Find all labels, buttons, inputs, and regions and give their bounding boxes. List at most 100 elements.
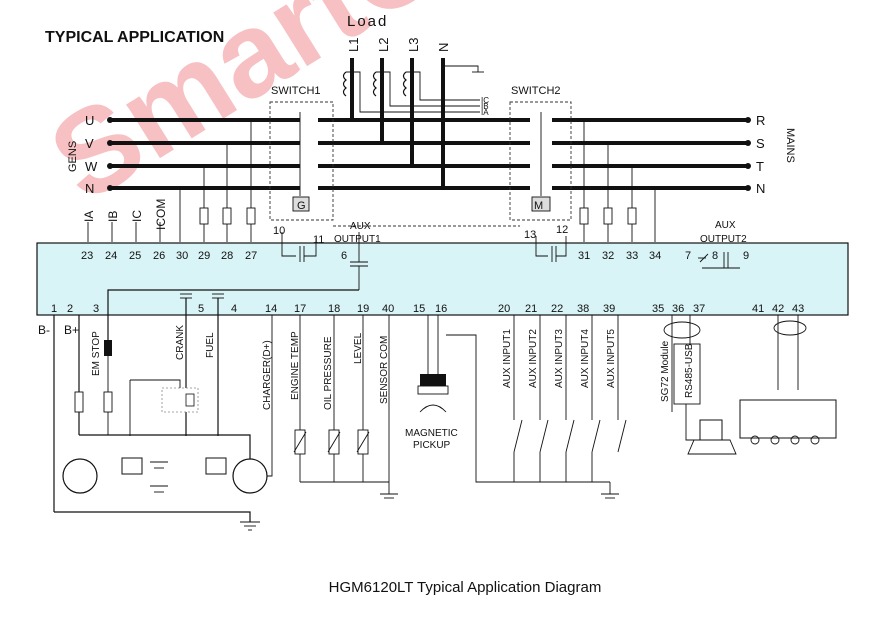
terminal-number: 12 xyxy=(556,224,568,236)
switch1: SWITCH1 G xyxy=(269,85,334,221)
switch2-box: M xyxy=(534,200,543,212)
load-phase-label: L3 xyxy=(406,38,421,52)
terminal-number: 24 xyxy=(105,250,117,262)
terminal-number: 13 xyxy=(524,229,536,241)
rs485-label: RS485-USB xyxy=(684,343,695,398)
terminal-number: 26 xyxy=(153,250,165,262)
terminal-number: 4 xyxy=(231,303,237,315)
battery-pos-label: B+ xyxy=(64,323,79,337)
terminal-number: 43 xyxy=(792,303,804,315)
mains-bus xyxy=(352,117,751,191)
load-wires xyxy=(342,58,484,188)
engine-temp-label: ENGINE TEMP xyxy=(290,331,301,400)
terminal-number: 31 xyxy=(578,250,590,262)
aux2-label-top: AUX xyxy=(715,220,736,231)
top-terminals: 23 24 25 26 30 29 28 27 10 11 6 13 12 31… xyxy=(81,224,749,262)
terminal-number: 28 xyxy=(221,250,233,262)
switch1-label: SWITCH1 xyxy=(271,85,321,97)
load-phase-label: L2 xyxy=(376,38,391,52)
terminal-number: 18 xyxy=(328,303,340,315)
current-input-label: IC xyxy=(130,210,144,222)
mains-phase-label: N xyxy=(756,181,765,196)
terminal-number: 42 xyxy=(772,303,784,315)
terminal-number: 23 xyxy=(81,250,93,262)
gens-phase-label: W xyxy=(85,159,98,174)
terminal-number: 37 xyxy=(693,303,705,315)
sg72-label: SG72 Module xyxy=(660,340,671,402)
magnetic-pickup-label-bottom: PICKUP xyxy=(413,440,451,451)
terminal-number: 2 xyxy=(67,303,73,315)
terminal-number: 29 xyxy=(198,250,210,262)
engine-outputs xyxy=(53,289,359,531)
terminal-number: 3 xyxy=(93,303,99,315)
terminal-number: 27 xyxy=(245,250,257,262)
terminal-number: 36 xyxy=(672,303,684,315)
terminal-number: 17 xyxy=(294,303,306,315)
sensor-com-label: SENSOR COM xyxy=(379,336,390,404)
gens-phase-label: U xyxy=(85,113,94,128)
magnetic-pickup-label-top: MAGNETIC xyxy=(405,428,458,439)
sense-wires xyxy=(87,120,656,242)
terminal-number: 11 xyxy=(313,234,324,246)
battery-neg-label: B- xyxy=(38,323,50,337)
crank-label: CRANK xyxy=(175,325,186,360)
load-phase-labels: L1 L2 L3 N xyxy=(346,38,451,52)
current-input-label: IA xyxy=(82,211,96,222)
internal-relays xyxy=(281,232,740,290)
terminal-number: 21 xyxy=(525,303,537,315)
terminal-number: 40 xyxy=(382,303,394,315)
terminal-number: 32 xyxy=(602,250,614,262)
gens-phase-label: V xyxy=(85,136,94,151)
terminal-number: 6 xyxy=(341,250,347,262)
terminal-number: 35 xyxy=(652,303,664,315)
terminal-number: 20 xyxy=(498,303,510,315)
load-label: Load xyxy=(347,13,388,30)
terminal-number: 5 xyxy=(198,303,204,315)
ct-label: IB xyxy=(481,102,489,111)
terminal-number: 39 xyxy=(603,303,615,315)
load-phase-label: L1 xyxy=(346,38,361,52)
load-phase-label: N xyxy=(436,43,451,52)
ct-label: IA xyxy=(481,108,489,117)
mains-side-label: MAINS xyxy=(784,128,796,163)
current-input-label: ICOM xyxy=(154,199,168,230)
terminal-number: 25 xyxy=(129,250,141,262)
terminal-number: 8 xyxy=(712,250,718,262)
terminal-number: 16 xyxy=(435,303,447,315)
terminal-number: 10 xyxy=(273,225,285,237)
aux1-label-top: AUX xyxy=(350,221,371,232)
level-label: LEVEL xyxy=(353,332,364,364)
aux2-label-bottom: OUTPUT2 xyxy=(700,234,747,245)
terminal-number: 14 xyxy=(265,303,277,315)
aux-input-label: AUX INPUT2 xyxy=(528,329,539,388)
terminal-number: 38 xyxy=(577,303,589,315)
diagram-caption: HGM6120LT Typical Application Diagram xyxy=(329,579,602,596)
terminal-number: 22 xyxy=(551,303,563,315)
terminal-number: 15 xyxy=(413,303,425,315)
aux-input-label: AUX INPUT4 xyxy=(580,329,591,388)
terminal-number: 7 xyxy=(685,250,691,262)
gens-bus xyxy=(107,117,443,191)
aux1-label-bottom: OUTPUT1 xyxy=(334,234,381,245)
mains-phase-label: R xyxy=(756,113,765,128)
terminal-number: 34 xyxy=(649,250,661,262)
fuel-label: FUEL xyxy=(205,332,216,358)
aux-input-switches xyxy=(513,315,627,499)
switch2: SWITCH2 M xyxy=(509,85,572,221)
oil-pressure-label: OIL PRESSURE xyxy=(323,336,334,410)
terminal-number: 30 xyxy=(176,250,188,262)
aux-input-label: AUX INPUT3 xyxy=(554,329,565,388)
terminal-number: 41 xyxy=(752,303,764,315)
terminal-number: 33 xyxy=(626,250,638,262)
sensors xyxy=(293,315,398,499)
switch1-box: G xyxy=(297,200,306,212)
communication-link xyxy=(663,315,837,455)
mains-phase-label: T xyxy=(756,159,764,174)
gens-phase-label: N xyxy=(85,181,94,196)
terminal-number: 19 xyxy=(357,303,369,315)
aux-input-label: AUX INPUT5 xyxy=(606,329,617,388)
gens-side-label: GENS xyxy=(67,141,79,172)
controller-module xyxy=(36,242,849,316)
charger-label: CHARGER(D+) xyxy=(262,340,273,410)
